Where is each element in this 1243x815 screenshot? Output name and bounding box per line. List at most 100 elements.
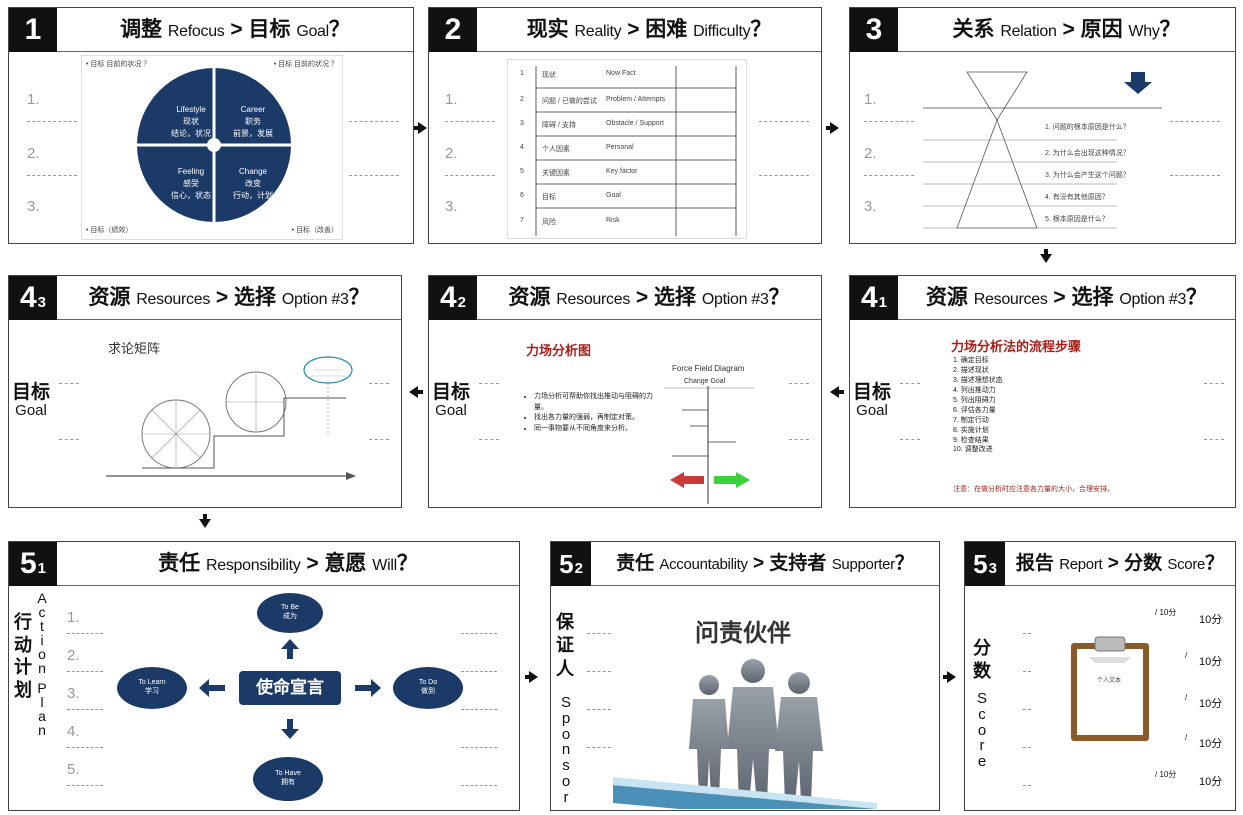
divider	[67, 747, 103, 748]
flow-arrow-left-icon	[830, 386, 839, 398]
slide-seeking-matrix: 求论矩阵	[83, 325, 365, 505]
divider	[461, 747, 497, 748]
funnel-diagram	[923, 71, 1162, 229]
divider	[445, 121, 495, 122]
divider	[59, 439, 79, 440]
score-value: 10分	[1199, 776, 1223, 788]
score-value: 10分	[1199, 738, 1223, 750]
clipboard-text: 个人文本	[1097, 678, 1122, 684]
panel-title: 调整 Refocus > 目标 Goal？	[120, 18, 350, 41]
divider	[864, 121, 914, 122]
flow-arrow-right-icon	[947, 671, 956, 683]
score-label-cn: 分数	[973, 638, 991, 682]
action-plan-label-cn: 行动计划	[14, 612, 32, 700]
flow-arrow-tail	[525, 675, 530, 679]
row-number: 1.	[445, 91, 458, 108]
flow-arrow-right-icon	[830, 122, 839, 134]
corner-note: • 目标 目前的状况 ？	[273, 61, 338, 68]
panel-body: 1. 2. 3. • 目标 目前的状况 ？ • 目标 目前的状况 ？ • 目标（…	[9, 53, 413, 243]
divider	[789, 383, 809, 384]
sponsor-label-cn: 保证人	[556, 612, 574, 679]
panel-header: 1 调整 Refocus > 目标 Goal？	[9, 8, 413, 52]
table-grid	[535, 66, 737, 236]
divider	[1204, 439, 1224, 440]
divider	[27, 121, 77, 122]
row-number: 3.	[27, 198, 40, 215]
divider	[789, 439, 809, 440]
step-number: 1	[9, 8, 57, 52]
flow-arrow-down-icon	[1040, 254, 1052, 263]
divider	[587, 747, 611, 748]
divider	[1023, 785, 1031, 786]
row-number: 3.	[445, 198, 458, 215]
flow-arrow-tail	[943, 675, 948, 679]
score-slash: /	[1185, 651, 1188, 660]
score-slash: /	[1185, 733, 1188, 742]
flow-arrow-tail	[1044, 249, 1048, 254]
list-item: 5. 列出阻碍力	[953, 396, 996, 404]
row-number: 1.	[864, 91, 877, 108]
panel-title: 责任 Accountability > 支持者 Supporter？	[616, 553, 914, 574]
stair-wheels-diagram	[106, 356, 356, 480]
row-number: 3.	[67, 685, 80, 702]
panel-title: 责任 Responsibility > 意愿 Will？	[158, 552, 418, 575]
divider	[1204, 383, 1224, 384]
divider	[1170, 175, 1220, 176]
step-number: 43	[9, 276, 57, 320]
flow-arrow-tail	[414, 126, 419, 130]
divider	[67, 671, 103, 672]
score-value: 10分	[1199, 614, 1223, 626]
list-item: 9. 检查结果	[953, 436, 989, 444]
list-item: 2. 描述现状	[953, 366, 989, 374]
step-number: 42	[429, 276, 477, 320]
divider	[900, 383, 920, 384]
corner-note: • 目标 目前的状况 ？	[86, 61, 151, 68]
divider	[1170, 121, 1220, 122]
slide-five-whys: 1. 问题的根本原因是什么？ 2. 为什么会出现这种情况？ 3. 为什么会产生这…	[916, 59, 1168, 239]
slide-accountability-partner: 问责伙伴	[613, 599, 877, 809]
divider	[1023, 633, 1031, 634]
flow-arrow-right-icon	[529, 671, 538, 683]
row-number: 2.	[445, 145, 458, 162]
step-number: 52	[551, 542, 591, 586]
panel-title: 现实 Reality > 困难 Difficulty？	[526, 18, 772, 41]
corner-note: • 目标（绩效）	[86, 227, 133, 234]
slide-heading: 力场分析图	[526, 343, 592, 358]
row-number: 1.	[67, 609, 80, 626]
divider	[759, 121, 809, 122]
panel-header: 52 责任 Accountability > 支持者 Supporter？	[551, 542, 939, 586]
panel-header: 3 关系 Relation > 原因 Why？	[850, 8, 1235, 52]
diagram-title: Force Field Diagram	[672, 364, 745, 373]
bullet-list: 力场分析可帮助你找出推动与阻碍的力量。 找出各力量的强弱，再制定对策。 同一事物…	[524, 392, 662, 434]
divider	[461, 671, 497, 672]
slide-heading: 力场分析法的流程步骤	[951, 339, 1082, 354]
divider	[67, 785, 103, 786]
row-number: 3.	[864, 198, 877, 215]
divider	[587, 709, 611, 710]
panel-header: 53 报告 Report > 分数 Score？	[965, 542, 1235, 586]
score-total-bottom: / 10分	[1155, 770, 1177, 779]
flow-arrow-tail	[826, 126, 831, 130]
flow-arrow-tail	[203, 514, 207, 519]
quadrant-circle	[136, 67, 292, 223]
why-level: 4. 有没有其他原因？	[1045, 194, 1109, 201]
row-number: 1.	[27, 91, 40, 108]
why-level: 2. 为什么会出现这种情况？	[1045, 150, 1130, 157]
flow-arrow-down-icon	[199, 519, 211, 528]
